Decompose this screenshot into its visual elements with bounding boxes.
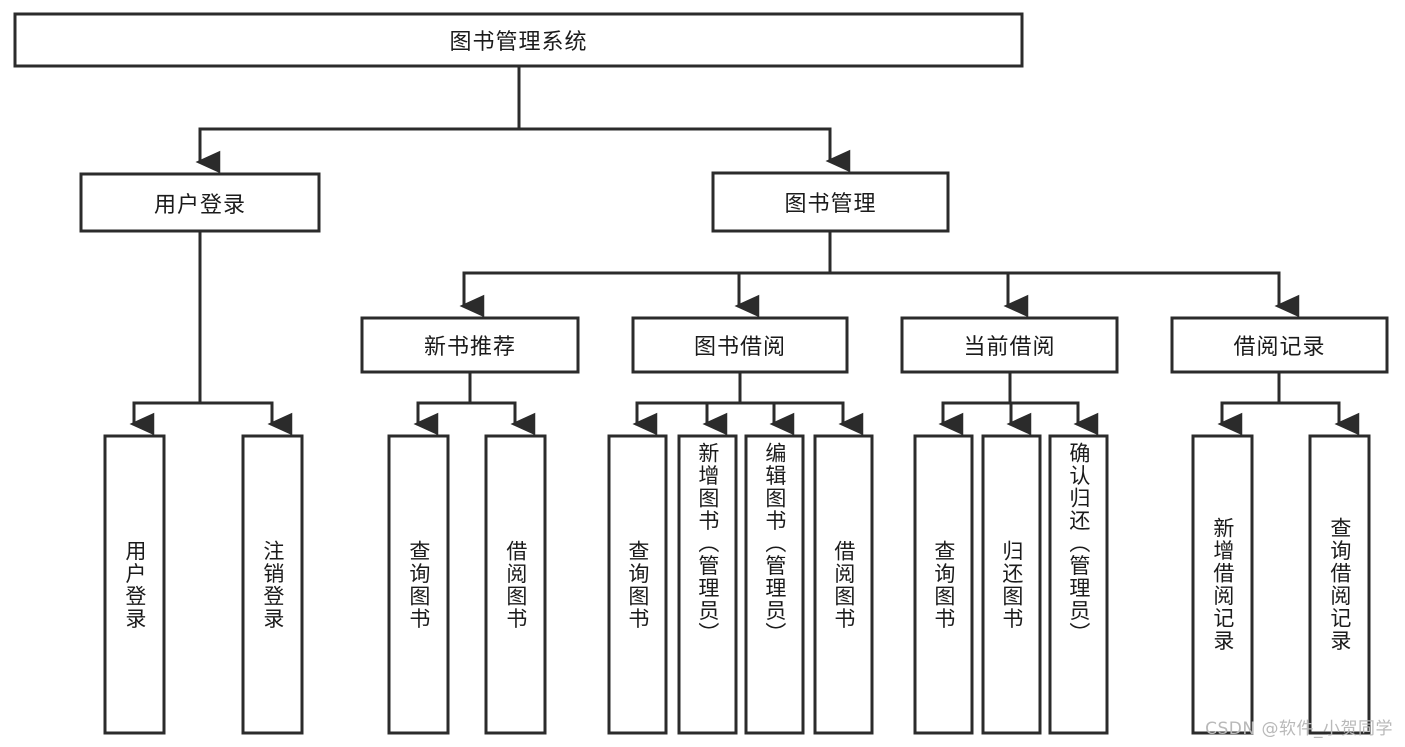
node-box-leaf-new-book-2[interactable] xyxy=(484,434,547,735)
node-box-leaf-user-login-1[interactable] xyxy=(103,434,166,735)
watermark-text: CSDN @软件_小贺同学 xyxy=(1205,719,1393,739)
node-box-book-management[interactable] xyxy=(711,171,950,233)
node-box-new-book-recommend[interactable] xyxy=(360,316,580,374)
node-box-user-login[interactable] xyxy=(79,172,321,233)
node-box-leaf-current-borrow-3[interactable] xyxy=(1048,434,1109,735)
node-box-leaf-user-login-2[interactable] xyxy=(241,434,304,735)
node-box-current-borrow[interactable] xyxy=(900,316,1119,374)
node-box-leaf-book-borrow-1[interactable] xyxy=(607,434,668,735)
node-box-leaf-new-book-1[interactable] xyxy=(387,434,450,735)
node-box-leaf-borrow-record-1[interactable] xyxy=(1191,434,1254,735)
node-box-leaf-current-borrow-2[interactable] xyxy=(981,434,1042,735)
node-box-leaf-book-borrow-2[interactable] xyxy=(677,434,738,735)
node-box-leaf-current-borrow-1[interactable] xyxy=(913,434,974,735)
node-box-leaf-book-borrow-4[interactable] xyxy=(813,434,874,735)
node-box-root[interactable] xyxy=(13,12,1024,68)
node-box-leaf-book-borrow-3[interactable] xyxy=(744,434,805,735)
node-box-borrow-record[interactable] xyxy=(1170,316,1389,374)
node-box-leaf-borrow-record-2[interactable] xyxy=(1308,434,1371,735)
node-box-book-borrow[interactable] xyxy=(631,316,849,374)
